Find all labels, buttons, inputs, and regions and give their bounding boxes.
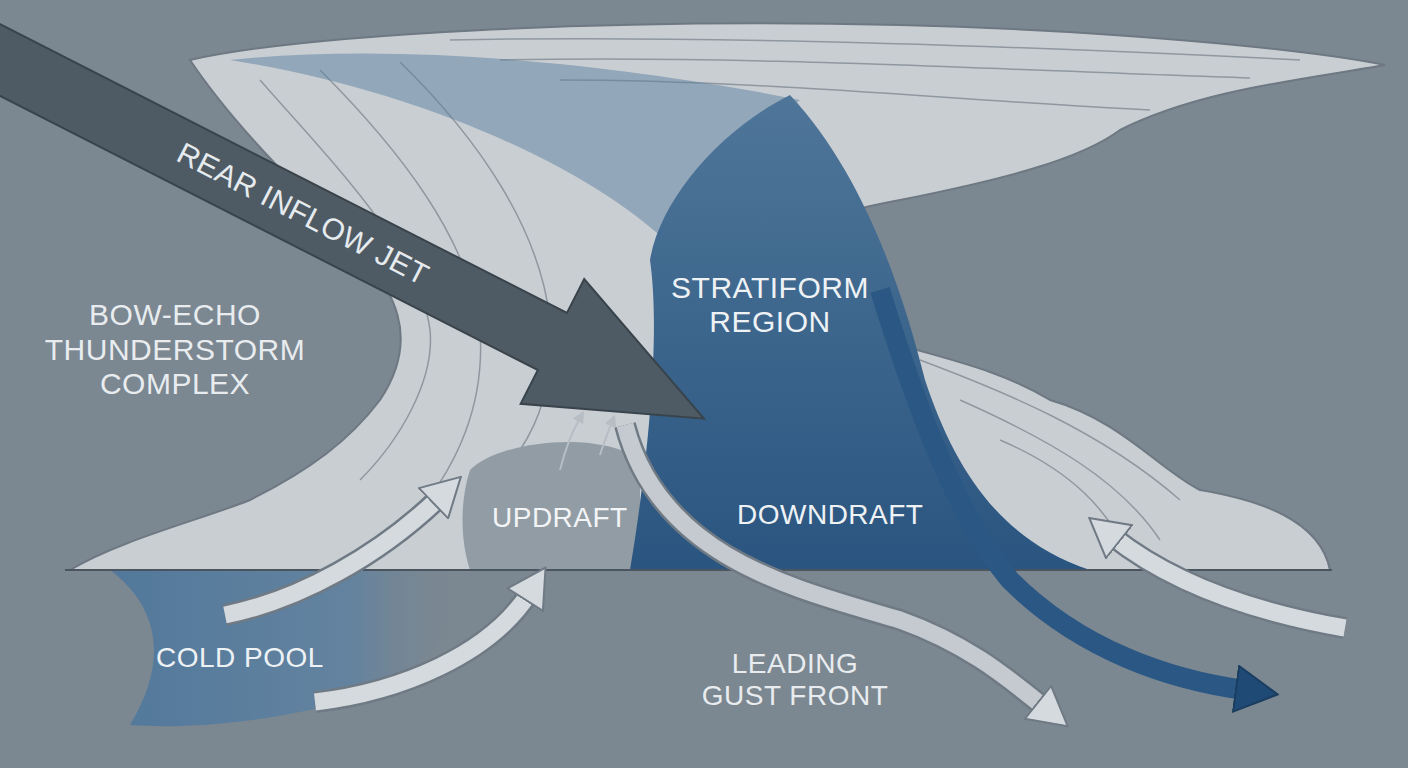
updraft-label: UPDRAFT xyxy=(492,502,628,534)
rear-inflow-jet-arrow xyxy=(0,0,736,481)
inflow-arrow xyxy=(1112,536,1345,628)
updraft-arrow xyxy=(560,418,580,470)
downdraft-arrow xyxy=(880,290,1245,690)
downdraft-label: DOWNDRAFT xyxy=(737,499,923,531)
arrow-outline xyxy=(315,592,530,702)
updraft-shade xyxy=(463,442,641,570)
downdraft-region xyxy=(630,95,1090,570)
updraft-arrow xyxy=(225,497,440,615)
gust-front-label: LEADING GUST FRONT xyxy=(697,648,893,712)
striation-line xyxy=(450,39,1300,60)
jet-arrow-shape xyxy=(0,0,736,481)
cold-pool-label: COLD POOL xyxy=(156,642,324,674)
region-label: STRATIFORM REGION xyxy=(663,271,878,340)
arrow-outline xyxy=(225,497,440,615)
updraft-arrow xyxy=(315,592,530,702)
updraft-arrow xyxy=(600,422,612,455)
arrow-outline xyxy=(1112,536,1345,628)
title-label: BOW-ECHO THUNDERSTORM COMPLEX xyxy=(38,298,313,402)
jet-label: REAR INFLOW JET xyxy=(171,135,434,292)
cloud-body xyxy=(70,23,1385,570)
